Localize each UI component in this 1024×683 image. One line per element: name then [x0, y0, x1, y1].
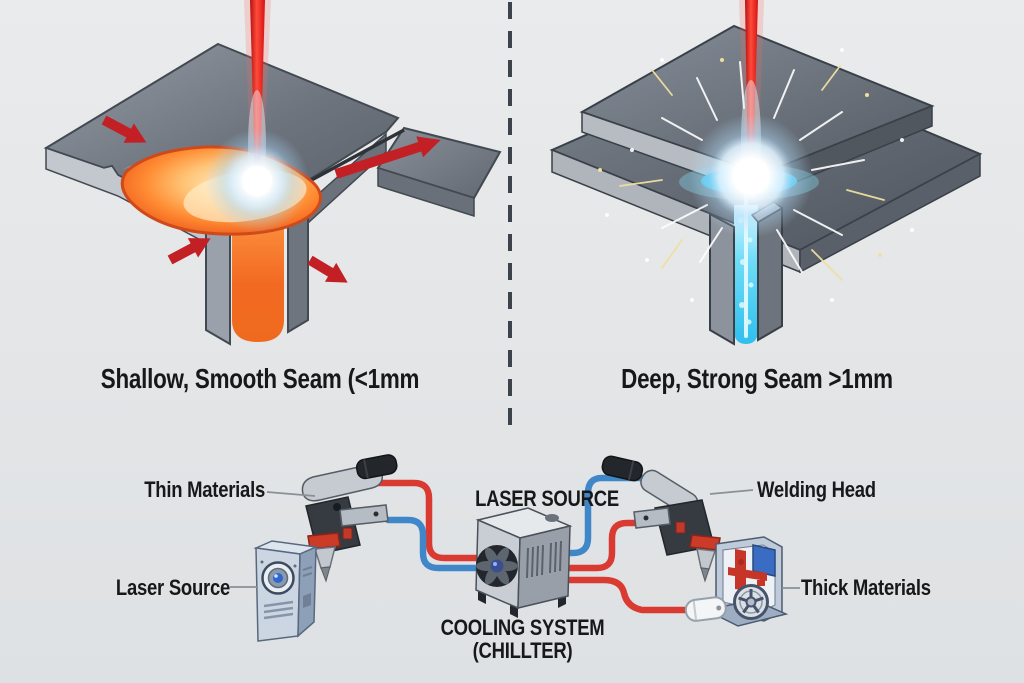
cooling-unit: [475, 507, 573, 618]
fiber-capsule: [684, 596, 727, 622]
hot-line: [352, 479, 484, 562]
keyhole-weld-illustration: [549, 0, 983, 346]
fan-icon: [476, 545, 518, 587]
vent-grille: [526, 540, 562, 579]
nozzle-collar: [307, 532, 341, 550]
cold-line: [384, 516, 484, 572]
panel-divider: [508, 2, 512, 432]
laser-spot-glow: [205, 90, 309, 233]
label-thick-materials: Thick Materials: [801, 575, 931, 600]
hot-line: [552, 519, 649, 572]
welding-head-right: [601, 455, 721, 583]
nozzle-tip: [700, 567, 710, 583]
conduction-weld-illustration: [43, 0, 502, 346]
label-welding-head: Welding Head: [757, 477, 876, 502]
leader-lines: [230, 489, 800, 589]
welding-head-left: [301, 454, 398, 583]
spark-burst: [598, 48, 914, 302]
label-cooling-system: COOLING SYSTEM (CHILLTER): [424, 616, 621, 662]
hot-line: [550, 576, 742, 614]
heat-arrows: [101, 115, 441, 283]
cooling-system-line1: COOLING SYSTEM: [440, 615, 605, 640]
fiber-connector: [355, 454, 398, 480]
left-caption: Shallow, Smooth Seam (<1mm: [100, 363, 420, 394]
right-caption: Deep, Strong Seam >1mm: [621, 363, 893, 394]
cooling-system-line2: (CHILLTER): [472, 638, 573, 663]
equipment-schematic: [230, 454, 800, 642]
vent-slots: [263, 600, 294, 620]
internal-piping: [728, 549, 767, 591]
seam-gap-line: [305, 128, 405, 185]
nozzle-tip: [320, 566, 331, 583]
fiber-connector: [601, 455, 644, 482]
hoses: [352, 474, 742, 614]
laser-source-device: [253, 540, 319, 642]
pump-wheel-icon: [733, 584, 769, 620]
coolant-tank: [752, 544, 776, 577]
label-laser-source-device: Laser Source: [115, 575, 230, 600]
lens-aperture-icon: [261, 561, 295, 595]
label-laser-source: LASER SOURCE: [475, 486, 619, 511]
cold-line: [552, 474, 652, 557]
laser-spot-glow: [689, 80, 813, 238]
thick-material-machine: [703, 536, 789, 627]
label-thin-materials: Thin Materials: [144, 477, 265, 502]
